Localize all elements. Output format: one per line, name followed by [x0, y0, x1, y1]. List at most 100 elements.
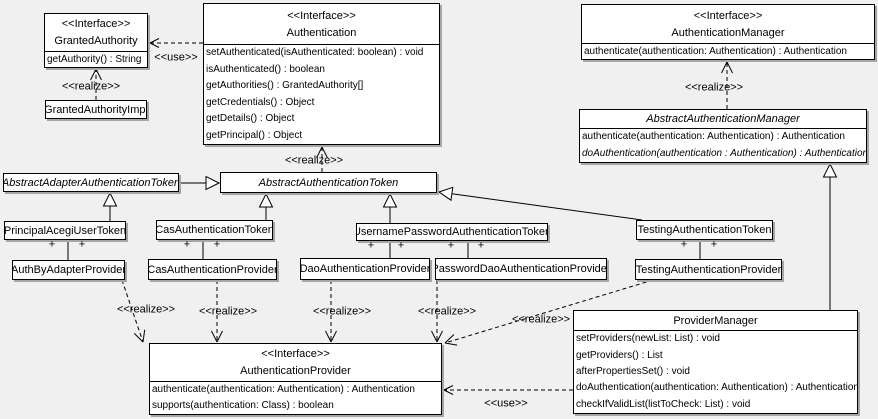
stereotype-label: <<use>>: [154, 51, 198, 64]
methods-compartment: authenticate(authentication: Authenticat…: [582, 43, 874, 59]
multiplicity-label: +: [680, 238, 688, 251]
class-name: AuthenticationManager: [671, 26, 785, 39]
class-header: PasswordDaoAuthenticationProvider: [436, 259, 606, 279]
method-signature: authenticate(authentication: Authenticat…: [582, 131, 845, 143]
edge-castoken-extends-abstracttoken: [258, 192, 274, 208]
multiplicity-label: +: [183, 238, 191, 251]
class-header: <<Interface>>Authentication: [204, 4, 439, 44]
edge-providermanager-extends-abstractauthenticationmanager: [822, 162, 838, 178]
class-username-password-authentication-token[interactable]: UsernamePasswordAuthenticationToken: [356, 223, 548, 241]
class-name: AbstractAuthenticationToken: [258, 176, 399, 189]
methods-compartment: setAuthenticated(isAuthenticated: boolea…: [204, 44, 439, 144]
class-header: PrincipalAcegiUserToken: [5, 222, 125, 239]
class-header: CasAuthenticationProvider: [149, 260, 276, 279]
stereotype-text: <<Interface>>: [61, 18, 131, 30]
class-principal-acegi-user-token[interactable]: PrincipalAcegiUserToken: [4, 221, 126, 240]
edge-authbyadapterprovider-realizes-authenticationprovider: [133, 332, 144, 343]
multiplicity-label: +: [447, 239, 455, 252]
class-header: <<Interface>>AuthenticationManager: [582, 5, 874, 43]
class-name: Authentication: [286, 26, 357, 39]
class-testing-authentication-token[interactable]: TestingAuthenticationToken: [636, 220, 773, 240]
multiplicity-label: +: [397, 239, 405, 252]
edge-testingtoken-extends-abstracttoken: [437, 186, 454, 202]
edge-usernamepasswordtoken-extends-abstracttoken: [382, 192, 398, 208]
method-signature: authenticate(authentication: Authenticat…: [152, 384, 415, 395]
stereotype-label: <<realize>>: [684, 81, 744, 94]
class-auth-by-adapter-provider[interactable]: AuthByAdapterProvider: [12, 260, 125, 280]
class-name: CasAuthenticationProvider: [149, 263, 276, 276]
edge-daoprovider-realizes-authenticationprovider: [330, 330, 337, 343]
multiplicity-label: +: [78, 238, 86, 251]
stereotype-label: <<realize>>: [312, 305, 372, 318]
class-header: AbstractAdapterAuthenticationToken: [4, 174, 178, 191]
edge-testingprovider-realizes-authenticationprovider: [444, 342, 458, 346]
class-header: AbstractAuthenticationToken: [221, 173, 436, 192]
class-header: TestingAuthenticationProvider: [636, 260, 781, 279]
edge-daoprovider-realizes-authenticationprovider: [325, 330, 332, 343]
class-cas-authentication-token[interactable]: CasAuthenticationToken: [156, 220, 273, 240]
edge-authentication-uses-grantedauthority: [149, 42, 160, 48]
class-authentication-provider[interactable]: <<Interface>>AuthenticationProvider authe…: [149, 343, 442, 415]
class-abstract-authentication-manager[interactable]: AbstractAuthenticationManager authenticat…: [579, 109, 867, 163]
edge-testingprovider-realizes-authenticationprovider: [444, 279, 654, 344]
class-header: UsernamePasswordAuthenticationToken: [357, 224, 547, 240]
class-name: AuthenticationProvider: [240, 365, 351, 377]
edge-abstractauthenticationtoken-realizes-authentication: [316, 146, 323, 159]
class-granted-authority-impl[interactable]: GrantedAuthorityImpl: [45, 100, 147, 119]
class-header: <<Interface>>AuthenticationProvider: [150, 344, 441, 381]
method-signature: doAuthentication(authentication : Authen…: [582, 147, 866, 159]
class-cas-authentication-provider[interactable]: CasAuthenticationProvider: [148, 259, 277, 280]
class-dao-authentication-provider[interactable]: DaoAuthenticationProvider: [300, 258, 430, 280]
edge-abstractauthenticationtoken-realizes-authentication: [321, 146, 328, 159]
stereotype-label: <<realize>>: [198, 305, 258, 318]
method-signature: setAuthenticated(isAuthenticated: boolea…: [206, 47, 424, 59]
methods-compartment: authenticate(authentication: Authenticat…: [580, 128, 866, 162]
stereotype-label: <<realize>>: [61, 80, 121, 93]
edge-abstractauthenticationmanager-realizes-authenticationmanager: [726, 61, 733, 74]
method-signature: afterPropertiesSet() : void: [576, 365, 690, 377]
stereotype-label: <<use>>: [484, 397, 528, 410]
method-signature: getProviders() : List: [576, 349, 663, 361]
stereotype-label: <<realize>>: [417, 305, 477, 318]
edge-testingprovider-realizes-authenticationprovider: [444, 334, 455, 344]
multiplicity-label: +: [48, 238, 56, 251]
class-authentication[interactable]: <<Interface>>Authentication setAuthentica…: [203, 3, 440, 145]
class-header: CasAuthenticationToken: [157, 221, 272, 239]
method-signature: doAuthentication(authentication: Authent…: [576, 382, 857, 394]
method-signature: isAuthenticated() : boolean: [206, 63, 325, 75]
edge-abstractadaptertoken-extends-abstracttoken: [205, 175, 221, 191]
class-header: TestingAuthenticationToken: [637, 221, 772, 239]
class-testing-authentication-provider[interactable]: TestingAuthenticationProvider: [635, 259, 782, 280]
methods-compartment: getAuthority() : String: [45, 51, 147, 67]
multiplicity-label: +: [477, 239, 485, 252]
edge-authentication-uses-grantedauthority: [149, 38, 160, 44]
stereotype-label: <<realize>>: [284, 154, 344, 167]
class-password-dao-authentication-provider[interactable]: PasswordDaoAuthenticationProvider: [435, 258, 607, 280]
multiplicity-label: +: [710, 238, 718, 251]
class-header: AbstractAuthenticationManager: [580, 110, 866, 128]
edge-principalacegiusertoken-extends-abstractadaptertoken: [102, 191, 118, 207]
edge-abstractauthenticationmanager-realizes-authenticationmanager: [721, 61, 728, 74]
class-name: AuthByAdapterProvider: [13, 264, 124, 276]
class-abstract-authentication-token[interactable]: AbstractAuthenticationToken: [220, 172, 437, 193]
methods-compartment: authenticate(authentication: Authenticat…: [150, 381, 441, 414]
class-header: GrantedAuthorityImpl: [46, 101, 146, 118]
class-name: DaoAuthenticationProvider: [301, 263, 429, 275]
edge-casprovider-realizes-authenticationprovider: [211, 330, 218, 343]
class-abstract-adapter-authentication-token[interactable]: AbstractAdapterAuthenticationToken: [3, 173, 179, 192]
class-name: CasAuthenticationToken: [157, 224, 272, 236]
class-name: GrantedAuthority: [54, 35, 138, 47]
class-name: PrincipalAcegiUserToken: [5, 224, 125, 237]
stereotype-label: <<realize>>: [511, 313, 571, 326]
edge-casprovider-realizes-authenticationprovider: [216, 330, 223, 343]
method-signature: getCredentials() : Object: [206, 96, 315, 108]
class-granted-authority[interactable]: <<Interface>> GrantedAuthority getAuthorit…: [44, 13, 148, 68]
edge-passworddaoprovider-realizes-authenticationprovider: [436, 330, 443, 343]
multiplicity-label: +: [367, 239, 375, 252]
stereotype-label: <<realize>>: [116, 303, 176, 316]
multiplicity-label: +: [213, 238, 221, 251]
